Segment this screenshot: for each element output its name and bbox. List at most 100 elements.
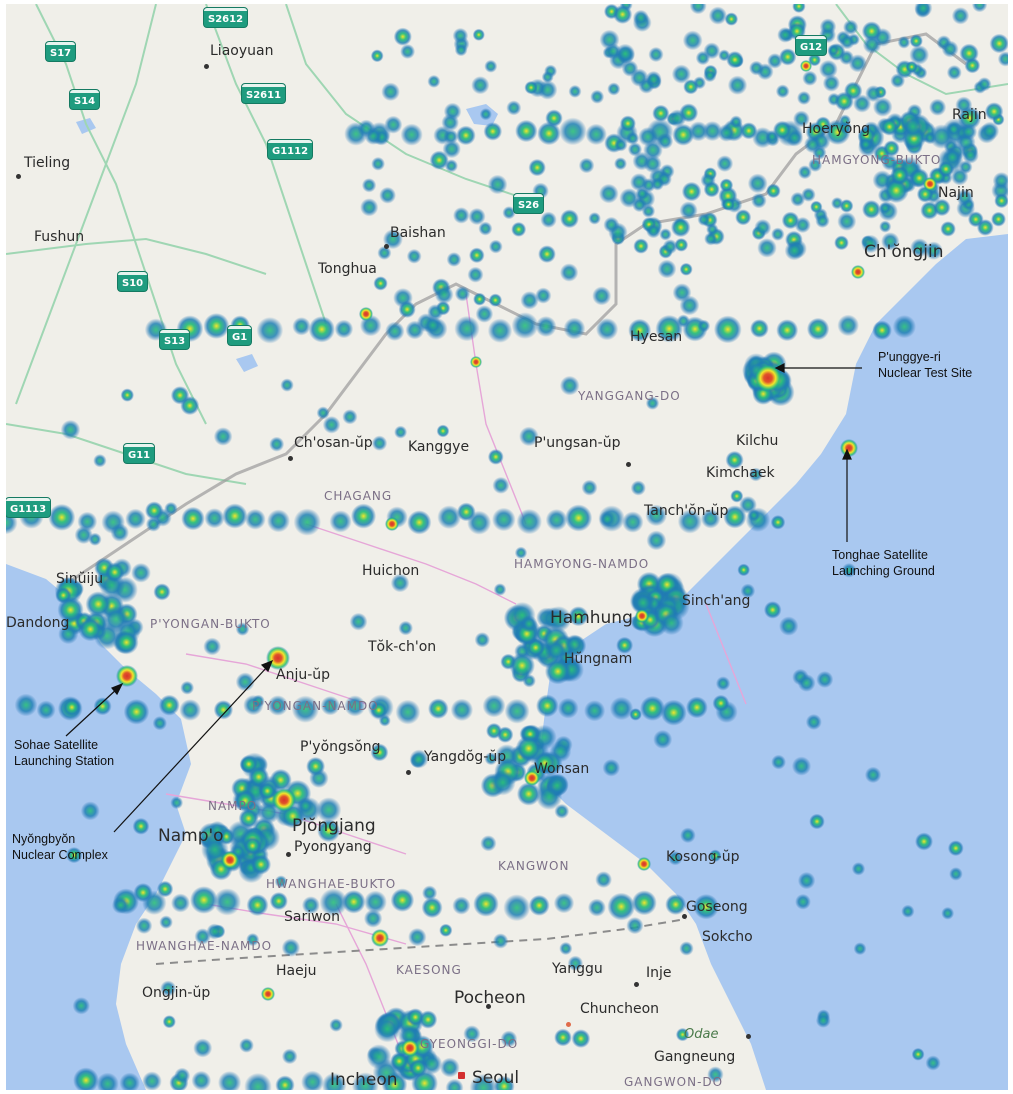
heat-spot bbox=[719, 178, 734, 192]
heat-spot bbox=[408, 927, 427, 947]
heat-spot bbox=[191, 1070, 212, 1090]
heat-spot bbox=[471, 76, 490, 95]
heat-spot bbox=[950, 167, 969, 186]
heat-spot bbox=[802, 70, 818, 86]
annotation-sohae-line1: Sohae Satellite bbox=[14, 738, 99, 752]
heat-spot bbox=[839, 34, 855, 50]
road-shield: S17 bbox=[46, 42, 76, 61]
heat-spot bbox=[660, 699, 687, 726]
heat-spot bbox=[560, 209, 579, 229]
heat-spot bbox=[484, 752, 498, 766]
heat-spot bbox=[781, 211, 800, 230]
heat-spot bbox=[977, 77, 992, 92]
heat-spot bbox=[609, 696, 634, 721]
heat-spot bbox=[385, 517, 399, 531]
heat-spot bbox=[114, 630, 139, 655]
city-dot bbox=[626, 462, 631, 467]
heat-spot bbox=[441, 113, 460, 132]
heat-spot bbox=[880, 117, 899, 136]
heat-spot bbox=[377, 245, 392, 260]
heat-spot bbox=[321, 1072, 347, 1090]
city-dot bbox=[288, 456, 293, 461]
heat-spot bbox=[697, 319, 711, 333]
heat-spot bbox=[373, 276, 388, 291]
heat-spot bbox=[748, 467, 763, 482]
heat-spot bbox=[713, 315, 742, 344]
heat-spot bbox=[235, 622, 250, 636]
heat-spot bbox=[992, 172, 1008, 190]
map-canvas[interactable]: S2612 S17 S14 S2611 G1112 S26 S10 S13 G1… bbox=[6, 4, 1008, 1090]
heat-spot bbox=[439, 1057, 460, 1078]
road-shield: G1 bbox=[228, 326, 252, 345]
heat-spot bbox=[467, 266, 484, 283]
heat-spot bbox=[559, 941, 573, 956]
heat-spot bbox=[162, 1015, 176, 1029]
heat-spot bbox=[452, 896, 471, 915]
heat-spot bbox=[819, 59, 838, 79]
heat-spot bbox=[427, 74, 441, 88]
heat-spot bbox=[444, 159, 458, 173]
heat-spot bbox=[528, 894, 550, 916]
city-label-pungsan: P'ungsan-ŭp bbox=[534, 435, 621, 451]
heat-spot bbox=[436, 424, 450, 438]
heat-spot bbox=[371, 929, 389, 947]
heat-spot bbox=[446, 252, 462, 267]
heat-spot bbox=[486, 722, 502, 739]
city-label-wonsan: Wonsan bbox=[534, 761, 590, 777]
heat-spot bbox=[627, 142, 643, 157]
heat-spot bbox=[670, 217, 691, 238]
heat-spot bbox=[423, 316, 442, 335]
heat-spot bbox=[281, 1048, 298, 1065]
annotation-nyongbyon-line1: Nyŏngbyŏn bbox=[12, 832, 76, 846]
heat-spot bbox=[361, 178, 377, 193]
heat-spot bbox=[364, 890, 387, 914]
heat-spot bbox=[545, 109, 563, 127]
heat-spot bbox=[267, 509, 290, 533]
heat-spot bbox=[244, 1072, 272, 1090]
heat-spot bbox=[808, 53, 821, 67]
heat-spot bbox=[145, 516, 162, 532]
heat-spot bbox=[614, 157, 627, 171]
heat-spot bbox=[581, 479, 598, 496]
road-shield: S10 bbox=[118, 272, 148, 291]
city-label-yongsong: P'yŏngsŏng bbox=[300, 739, 381, 755]
heat-spot bbox=[616, 636, 634, 654]
heat-spot bbox=[853, 942, 867, 956]
heat-spot bbox=[630, 480, 646, 496]
region-label-yanggang: YANGGANG-DO bbox=[578, 389, 681, 403]
heat-spot bbox=[703, 69, 717, 83]
heat-spot bbox=[316, 797, 342, 823]
city-dot bbox=[16, 174, 21, 179]
city-label-pyongyang: Pyongyang bbox=[294, 839, 372, 855]
heat-spot bbox=[901, 114, 925, 139]
heat-spot bbox=[473, 891, 499, 917]
heat-spot bbox=[316, 406, 330, 420]
heat-spot bbox=[213, 427, 233, 446]
city-label-najin: Najin bbox=[938, 185, 974, 201]
heat-spot bbox=[815, 213, 830, 228]
heat-spot bbox=[456, 502, 476, 522]
heat-spot bbox=[559, 375, 580, 396]
heat-spot bbox=[384, 115, 403, 134]
heat-spot bbox=[568, 606, 589, 627]
heatmap-layer bbox=[6, 4, 1008, 1090]
heat-spot bbox=[317, 819, 341, 843]
heat-spot bbox=[680, 827, 696, 844]
heat-spot bbox=[193, 1038, 213, 1058]
heat-spot bbox=[763, 601, 782, 619]
heat-spot bbox=[883, 140, 900, 157]
heat-spot bbox=[626, 917, 644, 935]
city-label-gangneung: Gangneung bbox=[654, 1049, 736, 1065]
heat-spot bbox=[630, 173, 649, 192]
heat-spot bbox=[80, 801, 100, 821]
heat-spot bbox=[536, 694, 559, 718]
heat-spot bbox=[406, 248, 422, 264]
heat-spot bbox=[628, 318, 652, 342]
heat-spot bbox=[239, 1038, 254, 1053]
heat-spot bbox=[234, 789, 257, 812]
heat-spot bbox=[947, 840, 964, 857]
heat-spot bbox=[213, 888, 241, 916]
heat-spot bbox=[689, 4, 707, 15]
city-label-ongjin: Ongjin-ŭp bbox=[142, 985, 211, 1001]
heat-spot bbox=[682, 30, 703, 51]
